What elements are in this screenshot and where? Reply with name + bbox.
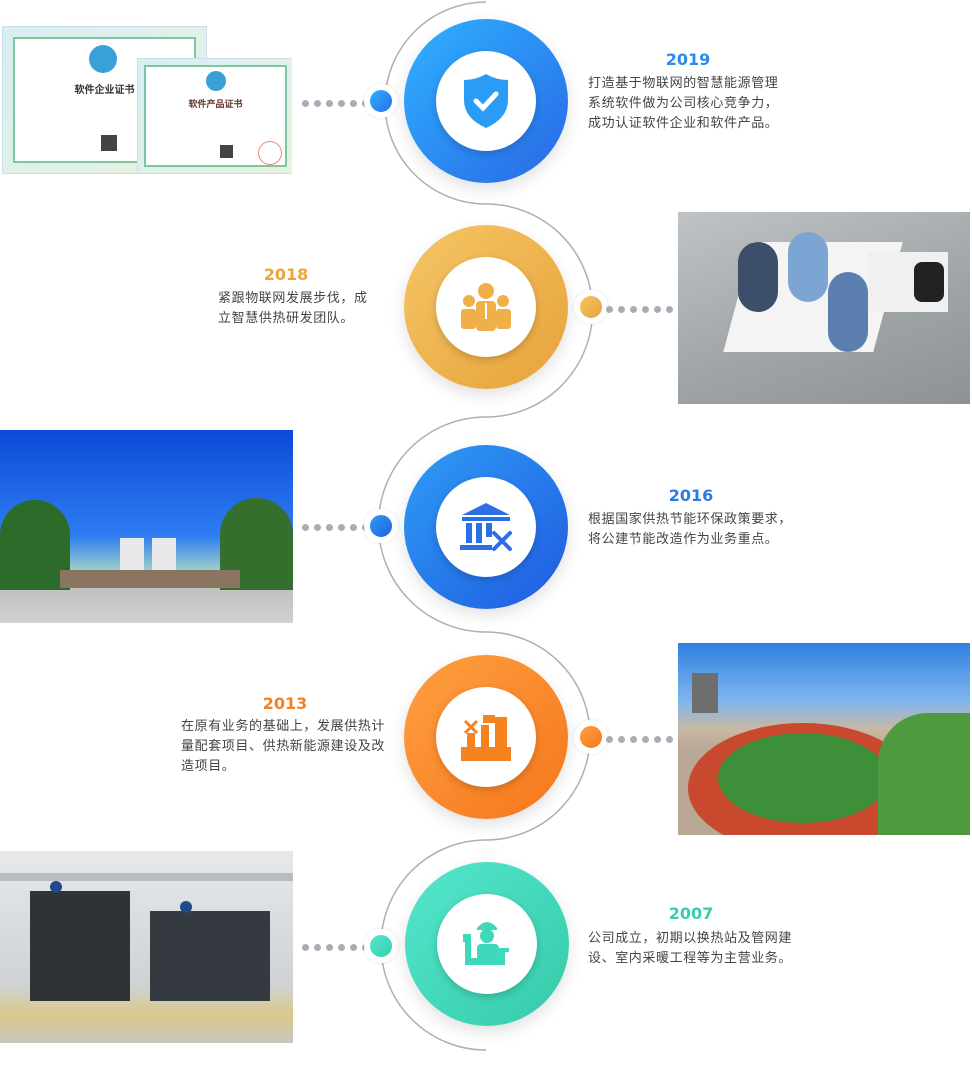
timeline-circle-2013 — [404, 655, 568, 819]
certificate-title: 软件产品证书 — [188, 100, 243, 110]
timeline-node — [364, 509, 398, 543]
sports-field-photo — [678, 643, 970, 835]
year-label: 2013 — [262, 694, 308, 713]
timeline-node — [364, 84, 398, 118]
connector-dots — [302, 944, 369, 951]
timeline-circle-2016 — [404, 445, 568, 609]
software-certificates-image: 软件企业证书 软件产品证书 — [2, 26, 292, 174]
description-line: 造项目。 — [181, 759, 236, 774]
description-line: 成功认证软件企业和软件产品。 — [588, 116, 779, 131]
timeline-node — [574, 720, 608, 754]
description-line: 系统软件做为公司核心竞争力， — [588, 96, 779, 111]
description-line: 公司成立，初期以换热站及管网建 — [588, 931, 793, 946]
connector-dots — [302, 524, 369, 531]
pipe-worker-icon — [463, 922, 509, 965]
energy-factory-icon — [461, 715, 511, 761]
campus-building-photo — [0, 430, 293, 623]
year-label: 2007 — [668, 904, 714, 923]
description-line: 将公建节能改造作为业务重点。 — [588, 532, 779, 547]
year-label: 2018 — [263, 265, 309, 284]
timeline-node — [364, 929, 398, 963]
shield-check-icon — [464, 74, 508, 128]
description-line: 量配套项目、供热新能源建设及改 — [181, 739, 386, 754]
description-line: 设、室内采暖工程等为主营业务。 — [588, 951, 793, 966]
connector-dots — [302, 100, 369, 107]
team-icon — [461, 283, 511, 331]
timeline-circle-2007 — [405, 862, 569, 1026]
description-line: 在原有业务的基础上，发展供热计 — [181, 719, 386, 734]
team-meeting-photo — [678, 212, 970, 404]
building-tools-icon — [460, 503, 512, 551]
milestone-description: 紧跟物联网发展步伐，成 立智慧供热研发团队。 — [218, 289, 368, 329]
heat-exchange-station-photo — [0, 851, 293, 1043]
year-label: 2016 — [668, 486, 714, 505]
description-line: 根据国家供热节能环保政策要求， — [588, 512, 793, 527]
timeline-node — [574, 290, 608, 324]
year-label: 2019 — [665, 50, 711, 69]
description-line: 立智慧供热研发团队。 — [218, 311, 355, 326]
milestone-description: 打造基于物联网的智慧能源管理 系统软件做为公司核心竞争力， 成功认证软件企业和软… — [588, 74, 778, 134]
milestone-description: 公司成立，初期以换热站及管网建 设、室内采暖工程等为主营业务。 — [588, 929, 792, 969]
connector-dots — [606, 306, 673, 313]
milestone-description: 根据国家供热节能环保政策要求， 将公建节能改造作为业务重点。 — [588, 510, 792, 550]
description-line: 紧跟物联网发展步伐，成 — [218, 291, 368, 306]
connector-dots — [606, 736, 673, 743]
certificate-title: 软件企业证书 — [74, 85, 135, 96]
description-line: 打造基于物联网的智慧能源管理 — [588, 76, 779, 91]
timeline-circle-2019 — [404, 19, 568, 183]
timeline-circle-2018 — [404, 225, 568, 389]
milestone-description: 在原有业务的基础上，发展供热计 量配套项目、供热新能源建设及改 造项目。 — [181, 717, 385, 777]
